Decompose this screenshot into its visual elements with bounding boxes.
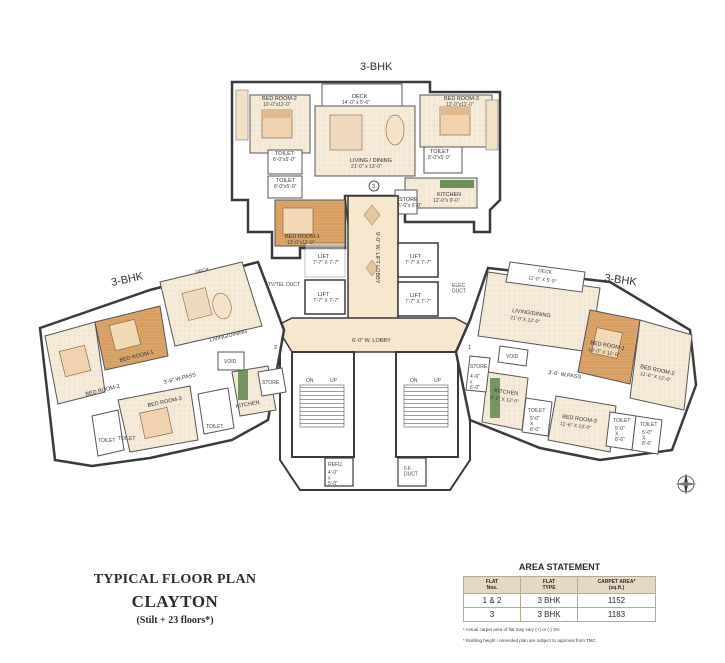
plan-title-block: TYPICAL FLOOR PLAN CLAYTON (Stilt + 23 f… — [60, 572, 290, 626]
room-dimension: 13'-0"x11'-0" — [287, 240, 315, 246]
lift-dimension: 7'-7" X 7'-7" — [313, 260, 339, 266]
room-label: TOILET — [528, 408, 545, 414]
flat-number-2: 2 — [274, 345, 277, 351]
room-label: LIVING/DINING — [512, 308, 551, 319]
room-label: VOID — [224, 359, 237, 365]
room-label: LIVING / DINING — [350, 158, 392, 164]
room-label: TOILET — [275, 151, 295, 157]
room-dimension: 5'-0"x 6'-0" — [398, 203, 422, 209]
room-label: TOILET — [430, 149, 450, 155]
room-label: BED ROOM-1 — [285, 234, 320, 240]
project-name: CLAYTON — [131, 592, 219, 611]
lift-dimension: 7'-7" X 7'-7" — [405, 299, 431, 305]
room-label: TOILET — [98, 438, 115, 444]
room-label: TOILET — [613, 418, 630, 424]
room-dimension: 12'-0"x 9'-0" — [433, 198, 460, 204]
lift-dimension: 7'-7" X 7'-7" — [313, 298, 339, 304]
room-dimension: 21'-0"X 12'-0" — [510, 315, 541, 325]
lift-label: LIFT — [318, 254, 330, 260]
room-label: BED ROOM-2 — [262, 96, 297, 102]
building-core — [270, 180, 476, 491]
area-table: FLAT Nos. FLAT TYPE CARPET AREA* (sq.ft.… — [463, 576, 656, 622]
room-label: KITCHEN — [494, 388, 519, 397]
flat-2-left — [38, 260, 287, 468]
room-label: BED ROOM-3 — [444, 96, 479, 102]
col-carpet-area: CARPET AREA* (sq.ft.) — [577, 576, 656, 594]
room-dimension: 14'-0" x 5'-6" — [342, 100, 370, 106]
area-note: * Actual carpet area of flat may vary (+… — [463, 627, 560, 632]
lift-dimension: 7'-7" X 7'-7" — [405, 260, 431, 266]
room-label: KITCHEN — [437, 192, 461, 198]
room-label: TOILET — [206, 424, 223, 430]
lobby-label: 6'-0" W. LOBBY — [352, 338, 391, 344]
room-label: KITCHEN — [235, 400, 260, 410]
stair-label: UP — [434, 378, 442, 384]
duct-label: TV/TEL DUCT — [268, 282, 300, 288]
cell-flat-type: 3 BHK — [520, 593, 578, 608]
bhk-label-right: 3-BHK — [604, 272, 638, 288]
table-row: 3 3 BHK 1183 — [463, 607, 656, 622]
room-dimension: 11'-6" X 13'-0" — [560, 421, 592, 431]
lift-label: LIFT — [410, 254, 422, 260]
room-label: TOILET — [118, 436, 135, 442]
room-dimension: 8'-0"x5'-0" — [274, 184, 297, 190]
room-dimension: 12'-0"x11'-0" — [446, 102, 474, 108]
col-flat-type: FLAT TYPE — [520, 576, 578, 594]
stair-label: ON — [306, 378, 314, 384]
room-label: 3'-6" W.PASS — [548, 370, 582, 381]
area-statement-heading: AREA STATEMENT — [518, 562, 601, 572]
floor-count: (Stilt + 23 floors*) — [136, 615, 214, 626]
cell-flat-type: 3 BHK — [520, 607, 578, 622]
flat-1-right — [454, 261, 698, 462]
area-statement: AREA STATEMENT FLAT Nos. FLAT TYPE CARPE… — [463, 562, 656, 644]
lift-label: LIFT — [410, 293, 422, 299]
room-label: BED ROOM-3 — [562, 414, 597, 425]
room-dimension: 11'-0" X 5'-0" — [528, 275, 557, 285]
stair-label: ON — [410, 378, 418, 384]
room-label: STORE — [470, 364, 488, 370]
flat-3-top — [230, 80, 502, 260]
cell-flat-nos: 3 — [463, 607, 521, 622]
compass-icon — [675, 473, 697, 495]
room-label: TOILET — [640, 422, 657, 428]
approval-note: * Building height / amended plan are sub… — [463, 638, 596, 643]
room-label: TOILET — [276, 178, 296, 184]
refuge-label: REFU. — [328, 462, 343, 468]
room-dimension: 10'-0"x11'-0" — [263, 102, 291, 108]
room-label: DECK — [538, 268, 553, 276]
room-dimension: 21'-0" x 13'-0" — [351, 164, 382, 170]
stair-label: UP — [330, 378, 338, 384]
bhk-label-left: 3-BHK — [110, 270, 145, 289]
room-label: DECK — [352, 94, 368, 100]
table-row: 1 & 2 3 BHK 1152 — [463, 593, 656, 608]
cell-flat-nos: 1 & 2 — [463, 593, 521, 608]
room-label: STORE — [262, 380, 280, 386]
room-dimension: 8'-0"x5'-0" — [428, 155, 451, 161]
lift-label: LIFT — [318, 292, 330, 298]
flat-number-1: 1 — [468, 345, 471, 351]
col-flat-nos: FLAT Nos. — [463, 576, 521, 594]
room-label: VOID — [506, 354, 519, 360]
lift-lobby-label: 9'-0" W. LIFT LOBBY — [374, 232, 380, 284]
flat-number-3: 3 — [372, 184, 375, 190]
cell-carpet-area: 1152 — [577, 593, 656, 608]
room-label: DECK — [195, 267, 211, 276]
room-dimension: 10'-0" X 12'-0" — [588, 347, 620, 358]
room-label: STORE — [399, 197, 418, 203]
room-dimension: 8'-0"x5'-0" — [273, 157, 296, 163]
floor-plan-drawing: 3-BHK 3-BHK 3-BHK BED ROOM-2 10'-0"x11'-… — [38, 61, 698, 495]
duct-label: F.F.DUCT — [404, 466, 418, 478]
room-label: BED ROOM-1 — [590, 340, 625, 352]
room-dimension: 8'-0" X 12'-0" — [490, 395, 520, 405]
plan-title: TYPICAL FLOOR PLAN — [93, 572, 257, 587]
bhk-label-top: 3-BHK — [360, 61, 393, 73]
cell-carpet-area: 1183 — [577, 607, 656, 622]
